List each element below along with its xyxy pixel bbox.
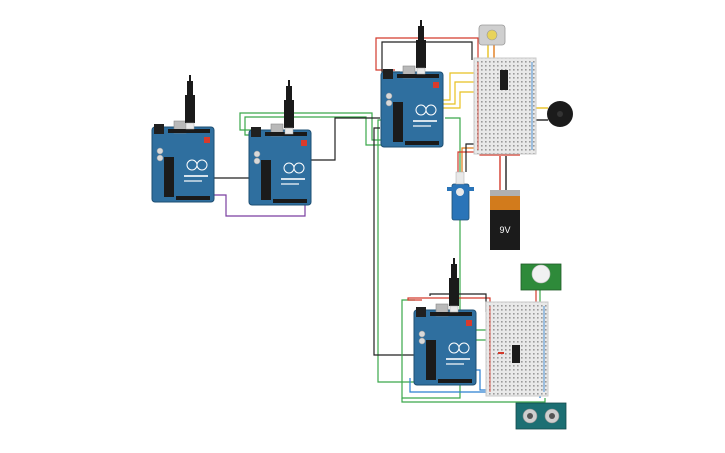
usb-cable-3 [415,19,427,75]
usb-cable-1 [184,74,196,130]
wire-black-3 [373,127,415,356]
arduino-uno-4[interactable] [413,303,477,386]
wire-green-4 [401,117,461,399]
resistor [498,352,504,354]
breadboard-bottom[interactable] [485,301,549,397]
arduino-uno-2[interactable] [248,123,312,206]
battery-9v-icon[interactable]: 9V [490,190,520,250]
wire-black-top [381,41,473,73]
wire-purple-1 [208,194,306,217]
breadboard-top[interactable] [473,57,537,155]
wire-black-2 [305,117,380,161]
arduino-uno-3[interactable] [380,65,444,148]
ultrasonic-sensor-icon[interactable] [515,402,567,430]
ic-chip [500,70,508,90]
usb-cable-4 [448,257,460,313]
wire-green-bottom [401,398,546,403]
usb-cable-2 [283,79,295,135]
transistor [512,345,520,363]
pir-sensor-icon[interactable] [520,263,562,291]
wire-red-top [375,37,479,71]
piezo-buzzer-icon[interactable] [547,101,573,127]
dc-motor-icon[interactable] [478,24,506,46]
servo-motor-icon[interactable] [447,171,474,221]
arduino-uno-1[interactable] [151,120,215,203]
wire-green-3 [377,119,415,383]
wire-yellow-1 [438,72,488,101]
battery-label: 9V [499,225,510,235]
